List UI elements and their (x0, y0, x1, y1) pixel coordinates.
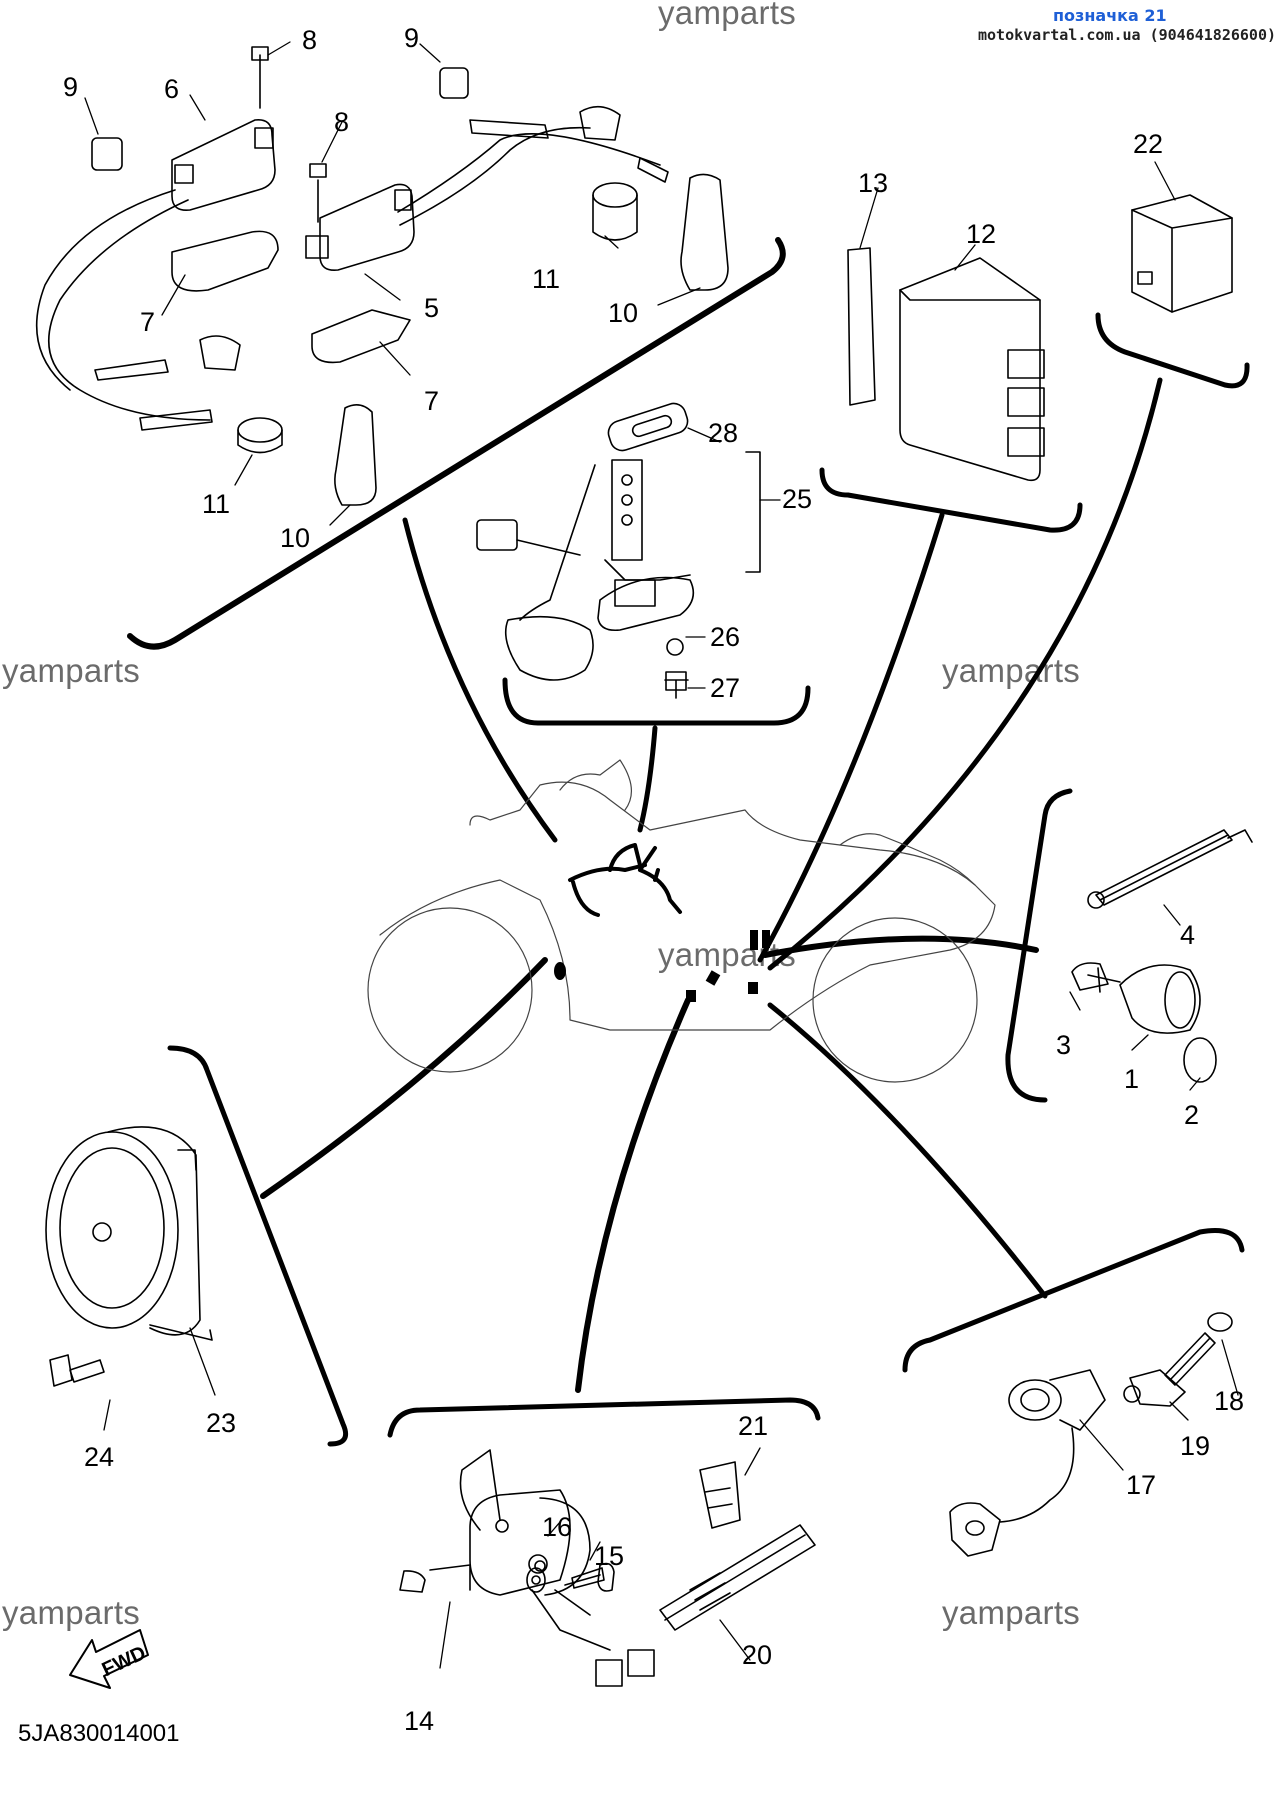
callout-leaders (84, 41, 1239, 1669)
watermark-right-lower: yamparts (942, 1594, 1081, 1631)
callout-9: 9 (63, 72, 78, 102)
callout-8: 8 (302, 25, 317, 55)
bike-markers (554, 930, 770, 1002)
callout-13: 13 (858, 168, 888, 198)
callout-4: 4 (1180, 920, 1195, 950)
callout-3: 3 (1056, 1030, 1071, 1060)
watermark-right-upper: yamparts (942, 652, 1081, 689)
callout-9: 9 (404, 23, 419, 53)
leader-horn (260, 957, 548, 1199)
frame-horn-group (167, 1045, 349, 1447)
callout-27: 27 (710, 673, 740, 703)
callout-16: 16 (542, 1512, 572, 1542)
callout-21: 21 (738, 1411, 768, 1441)
motorcycle-outline (367, 759, 996, 1083)
header-title: позначка 21 (1053, 6, 1167, 25)
frame-starter-group (387, 1397, 821, 1438)
diagram-code: 5JA830014001 (18, 1720, 180, 1747)
watermark-left-lower: yamparts (2, 1594, 141, 1631)
leader-starter (575, 997, 691, 1393)
callout-7: 7 (140, 307, 155, 337)
leader-crank-sensor (767, 1002, 1048, 1299)
relay-unit (1131, 194, 1233, 313)
ignition-coils (35, 46, 729, 506)
frame-speed-sensor-group (1005, 788, 1073, 1103)
callout-17: 17 (1126, 1470, 1156, 1500)
callout-11: 11 (532, 264, 560, 294)
watermark-left-upper: yamparts (2, 652, 141, 689)
horn (45, 1126, 213, 1387)
leader-relay (767, 377, 1163, 971)
ecu-unit (847, 247, 1045, 482)
callout-24: 24 (84, 1442, 114, 1472)
callout-5: 5 (424, 293, 439, 323)
callout-15: 15 (594, 1541, 624, 1571)
callout-2: 2 (1184, 1100, 1199, 1130)
fwd-arrow-icon (69, 1629, 149, 1689)
callout-28: 28 (708, 418, 738, 448)
starter-motor (399, 1449, 816, 1687)
callout-22: 22 (1133, 129, 1163, 159)
leader-ignition (402, 517, 558, 843)
frame-fuel-sender-group (502, 677, 811, 726)
callout-6: 6 (164, 74, 179, 104)
watermark-top: yamparts (658, 0, 797, 31)
callout-26: 26 (710, 622, 740, 652)
frame-ignition-group (127, 237, 786, 650)
header-site: motokvartal.com.ua (904641826600) (978, 26, 1277, 44)
crank-sensor (949, 1312, 1233, 1557)
callout-20: 20 (742, 1640, 772, 1670)
callout-23: 23 (206, 1408, 236, 1438)
callout-25: 25 (782, 484, 812, 514)
callout-12: 12 (966, 219, 996, 249)
callout-10: 10 (280, 523, 310, 553)
callout-10: 10 (608, 298, 638, 328)
frame-ecu-group (819, 467, 1083, 533)
callout-1: 1 (1124, 1064, 1139, 1094)
speed-sensor (1071, 829, 1253, 1083)
leader-ecu (757, 512, 945, 963)
frame-relay-group (1095, 312, 1250, 389)
frame-crank-sensor-group (902, 1228, 1245, 1373)
callout-11: 11 (202, 489, 230, 519)
callout-14: 14 (404, 1706, 434, 1736)
callout-19: 19 (1180, 1431, 1210, 1461)
leader-fuel-sender (637, 725, 658, 833)
callout-18: 18 (1214, 1386, 1244, 1416)
callout-8: 8 (334, 107, 349, 137)
callout-7: 7 (424, 386, 439, 416)
wire-harness (568, 843, 682, 917)
leader-speed-sensor (762, 935, 1039, 958)
fuel-sender (476, 402, 761, 699)
